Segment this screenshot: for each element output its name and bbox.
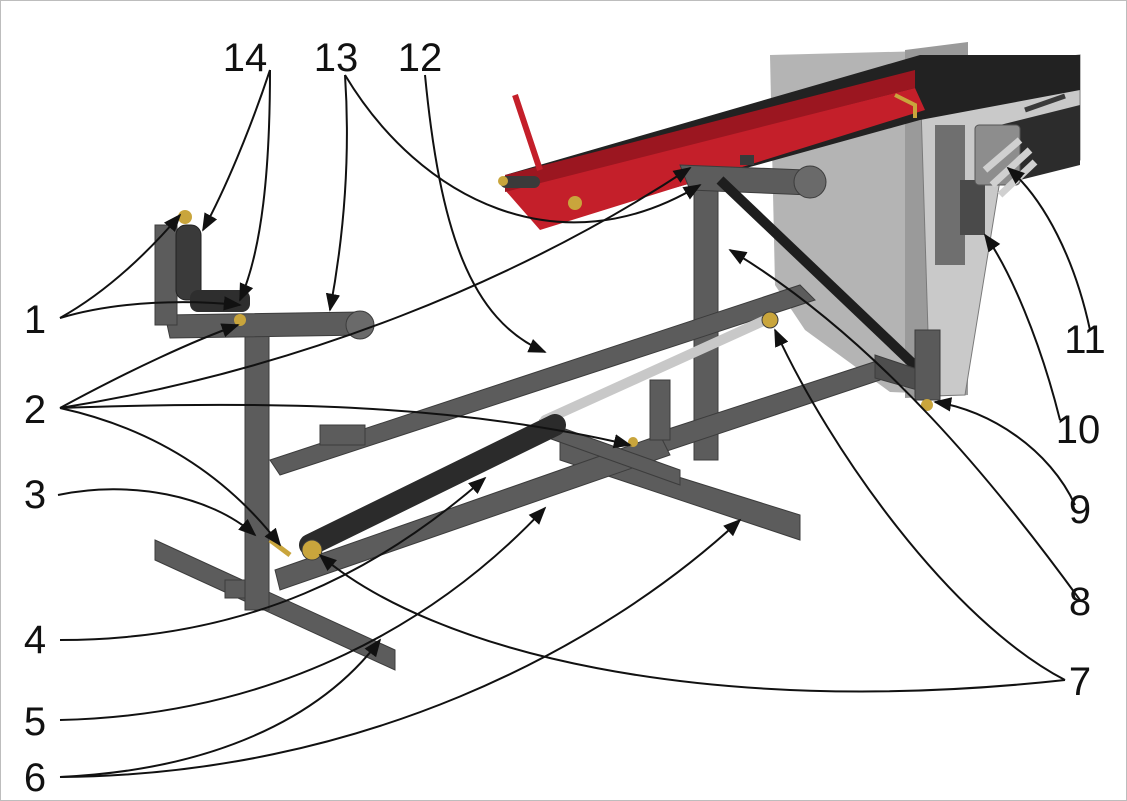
callout-12: 12 bbox=[397, 36, 443, 80]
callout-1: 1 bbox=[23, 298, 47, 342]
callout-5: 5 bbox=[23, 700, 47, 744]
leader-lines bbox=[57, 69, 1091, 778]
hydraulic-cylinder bbox=[299, 311, 779, 561]
callout-2: 2 bbox=[23, 388, 47, 432]
callout-4: 4 bbox=[23, 618, 47, 662]
callout-9: 9 bbox=[1068, 488, 1092, 532]
left-upright bbox=[154, 210, 638, 611]
callout-8: 8 bbox=[1068, 580, 1092, 624]
callout-7: 7 bbox=[1068, 660, 1092, 704]
conveyor bbox=[498, 55, 1080, 230]
callout-10: 10 bbox=[1055, 408, 1101, 452]
rear-longitudinal-tube bbox=[269, 284, 816, 476]
callout-13: 13 bbox=[313, 36, 359, 80]
callout-6: 6 bbox=[23, 756, 47, 800]
callout-11: 11 bbox=[1064, 318, 1106, 362]
callout-3: 3 bbox=[23, 473, 47, 517]
callout-14: 14 bbox=[222, 36, 268, 80]
right-cross-member bbox=[649, 329, 941, 456]
